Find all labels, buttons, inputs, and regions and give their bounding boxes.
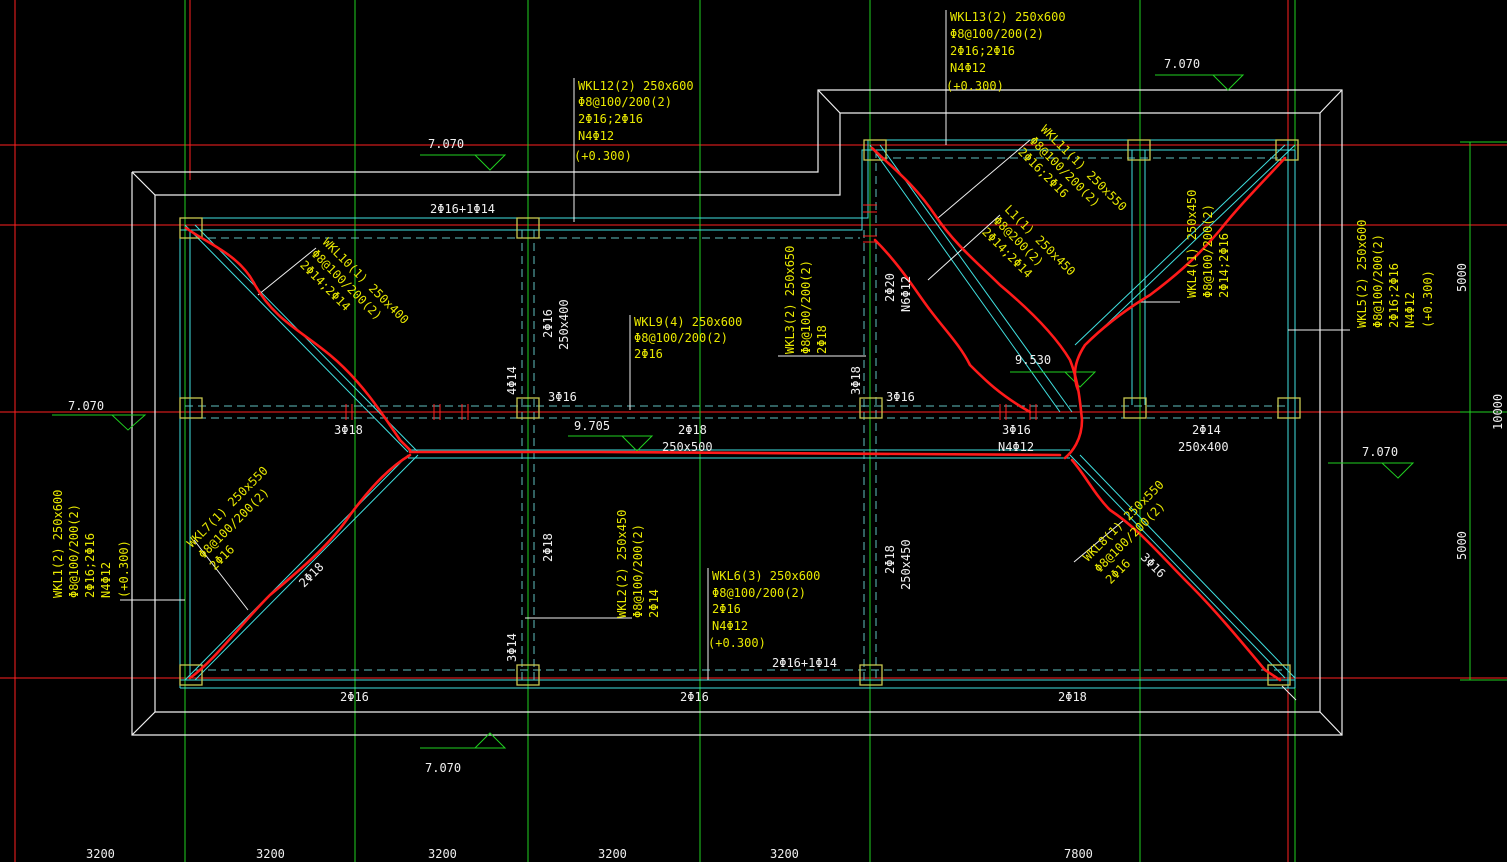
rebar-labels: 2Φ16+1Φ14 3Φ18 3Φ16 2Φ18 250x500 3Φ16 3Φ… xyxy=(296,202,1228,704)
svg-text:WKL3(2) 250x650: WKL3(2) 250x650 xyxy=(783,246,797,354)
svg-text:WKL9(4) 250x600: WKL9(4) 250x600 xyxy=(634,315,742,329)
svg-text:2Φ20: 2Φ20 xyxy=(883,273,897,302)
svg-text:Φ8@100/200(2): Φ8@100/200(2) xyxy=(578,95,672,109)
elevation-label: 7.070 xyxy=(425,761,461,775)
svg-text:5000: 5000 xyxy=(1455,531,1469,560)
svg-text:10000: 10000 xyxy=(1491,394,1505,430)
svg-text:(+0.300): (+0.300) xyxy=(1421,270,1435,328)
svg-text:250x400: 250x400 xyxy=(1178,440,1229,454)
svg-text:3200: 3200 xyxy=(86,847,115,861)
svg-text:250x500: 250x500 xyxy=(662,440,713,454)
beam-lines xyxy=(179,139,1296,689)
svg-text:2Φ16;2Φ16: 2Φ16;2Φ16 xyxy=(578,112,643,126)
svg-text:5000: 5000 xyxy=(1455,263,1469,292)
svg-text:N4Φ12: N4Φ12 xyxy=(712,619,748,633)
svg-text:2Φ14: 2Φ14 xyxy=(1192,423,1221,437)
columns xyxy=(179,139,1301,686)
svg-text:(+0.300): (+0.300) xyxy=(946,79,1004,93)
svg-text:N4Φ12: N4Φ12 xyxy=(1403,292,1417,328)
svg-text:(+0.300): (+0.300) xyxy=(574,149,632,163)
dimension-ticks xyxy=(1465,141,1476,681)
svg-text:2Φ14: 2Φ14 xyxy=(647,589,661,618)
svg-text:Φ8@100/200(2): Φ8@100/200(2) xyxy=(634,331,728,345)
svg-text:N4Φ12: N4Φ12 xyxy=(998,440,1034,454)
svg-text:(+0.300): (+0.300) xyxy=(708,636,766,650)
svg-text:2Φ16: 2Φ16 xyxy=(340,690,369,704)
svg-text:N4Φ12: N4Φ12 xyxy=(578,129,614,143)
beam-label-wkl4: WKL4(1) 250x450 Φ8@100/200(2) 2Φ14;2Φ16 xyxy=(1185,190,1231,298)
svg-text:N4Φ12: N4Φ12 xyxy=(950,61,986,75)
svg-text:(+0.300): (+0.300) xyxy=(117,540,131,598)
svg-text:2Φ16: 2Φ16 xyxy=(541,309,555,338)
svg-text:Φ8@100/200(2): Φ8@100/200(2) xyxy=(67,504,81,598)
svg-text:4Φ14: 4Φ14 xyxy=(505,366,519,395)
svg-text:WKL12(2) 250x600: WKL12(2) 250x600 xyxy=(578,79,694,93)
svg-text:2Φ14;2Φ16: 2Φ14;2Φ16 xyxy=(1217,233,1231,298)
red-markup-strokes xyxy=(184,146,1287,682)
section-ticks xyxy=(345,204,1037,420)
leader-lines xyxy=(120,10,1350,701)
svg-text:250x400: 250x400 xyxy=(557,299,571,350)
svg-text:3200: 3200 xyxy=(598,847,627,861)
beam-label-wkl1: WKL1(2) 250x600 Φ8@100/200(2) 2Φ16;2Φ16 … xyxy=(51,490,131,598)
svg-text:2Φ18: 2Φ18 xyxy=(1058,690,1087,704)
svg-text:WKL1(2) 250x600: WKL1(2) 250x600 xyxy=(51,490,65,598)
svg-text:WKL13(2) 250x600: WKL13(2) 250x600 xyxy=(950,10,1066,24)
beam-label-wkl5: WKL5(2) 250x600 Φ8@100/200(2) 2Φ16;2Φ16 … xyxy=(1355,220,1435,328)
svg-text:2Φ16+1Φ14: 2Φ16+1Φ14 xyxy=(430,202,495,216)
svg-text:WKL4(1) 250x450: WKL4(1) 250x450 xyxy=(1185,190,1199,298)
svg-text:7800: 7800 xyxy=(1064,847,1093,861)
svg-text:3Φ18: 3Φ18 xyxy=(849,366,863,395)
beam-label-wkl3: WKL3(2) 250x650 Φ8@100/200(2) 2Φ18 xyxy=(783,246,829,354)
elevation-label: 7.070 xyxy=(1362,445,1398,459)
svg-text:Φ8@100/200(2): Φ8@100/200(2) xyxy=(799,260,813,354)
svg-text:2Φ16;2Φ16: 2Φ16;2Φ16 xyxy=(1387,263,1401,328)
beam-label-wkl12: WKL12(2) 250x600 Φ8@100/200(2) 2Φ16;2Φ16… xyxy=(574,79,694,163)
svg-text:WKL2(2) 250x450: WKL2(2) 250x450 xyxy=(615,510,629,618)
svg-text:3200: 3200 xyxy=(428,847,457,861)
elevation-label: 7.070 xyxy=(1164,57,1200,71)
svg-text:2Φ18: 2Φ18 xyxy=(678,423,707,437)
svg-text:2Φ18: 2Φ18 xyxy=(541,533,555,562)
dimension-labels: 3200 3200 3200 3200 3200 7800 5000 10000… xyxy=(86,263,1505,861)
svg-text:2Φ16;2Φ16: 2Φ16;2Φ16 xyxy=(83,533,97,598)
beam-label-wkl2: WKL2(2) 250x450 Φ8@100/200(2) 2Φ14 xyxy=(615,510,661,618)
svg-text:2Φ18: 2Φ18 xyxy=(883,545,897,574)
svg-text:2Φ16: 2Φ16 xyxy=(712,602,741,616)
beam-label-wkl13: WKL13(2) 250x600 Φ8@100/200(2) 2Φ16;2Φ16… xyxy=(946,10,1066,93)
roof-eave-outline xyxy=(131,89,1343,736)
beam-label-wkl6: WKL6(3) 250x600 Φ8@100/200(2) 2Φ16 N4Φ12… xyxy=(708,569,820,650)
svg-text:Φ8@100/200(2): Φ8@100/200(2) xyxy=(950,27,1044,41)
svg-text:2Φ16: 2Φ16 xyxy=(680,690,709,704)
elevation-label: 7.070 xyxy=(68,399,104,413)
svg-text:N6Φ12: N6Φ12 xyxy=(899,276,913,312)
svg-text:3Φ16: 3Φ16 xyxy=(1002,423,1031,437)
svg-text:2Φ16+1Φ14: 2Φ16+1Φ14 xyxy=(772,656,837,670)
svg-text:Φ8@100/200(2): Φ8@100/200(2) xyxy=(712,586,806,600)
svg-text:3Φ18: 3Φ18 xyxy=(334,423,363,437)
svg-text:Φ8@100/200(2): Φ8@100/200(2) xyxy=(631,524,645,618)
svg-text:N4Φ12: N4Φ12 xyxy=(99,562,113,598)
svg-text:3Φ16: 3Φ16 xyxy=(886,390,915,404)
svg-text:3Φ16: 3Φ16 xyxy=(548,390,577,404)
beam-label-wkl9: WKL9(4) 250x600 Φ8@100/200(2) 2Φ16 xyxy=(634,315,742,361)
svg-text:Φ8@100/200(2): Φ8@100/200(2) xyxy=(1201,204,1215,298)
elevation-markers xyxy=(52,74,1415,749)
svg-text:2Φ16;2Φ16: 2Φ16;2Φ16 xyxy=(950,44,1015,58)
elevation-label: 7.070 xyxy=(428,137,464,151)
svg-text:WKL6(3) 250x600: WKL6(3) 250x600 xyxy=(712,569,820,583)
svg-text:250x450: 250x450 xyxy=(899,539,913,590)
ridge-elevation-label: 9.530 xyxy=(1015,353,1051,367)
svg-text:2Φ16: 2Φ16 xyxy=(634,347,663,361)
svg-text:3Φ14: 3Φ14 xyxy=(505,633,519,662)
svg-text:Φ8@100/200(2): Φ8@100/200(2) xyxy=(1371,234,1385,328)
svg-text:WKL5(2) 250x600: WKL5(2) 250x600 xyxy=(1355,220,1369,328)
svg-text:3200: 3200 xyxy=(770,847,799,861)
svg-text:2Φ18: 2Φ18 xyxy=(815,325,829,354)
ridge-elevation-label: 9.705 xyxy=(574,419,610,433)
svg-text:3200: 3200 xyxy=(256,847,285,861)
